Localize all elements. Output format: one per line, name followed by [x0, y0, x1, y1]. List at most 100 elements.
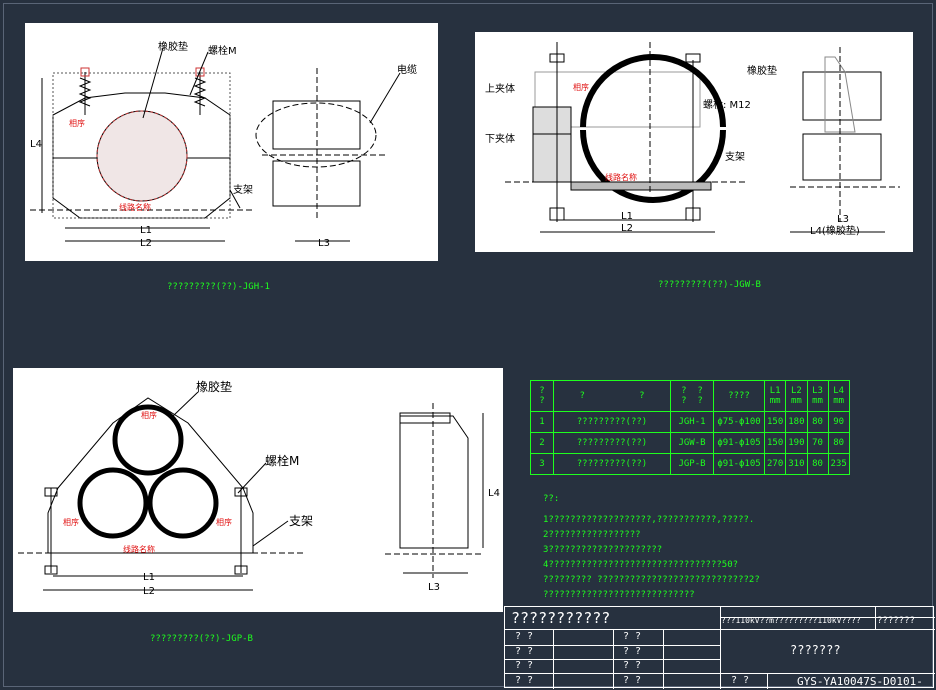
table-cell: 70 [806, 432, 829, 454]
tb-left-cell: ? ? [515, 646, 534, 657]
caption-jgh-1: ?????????(??)-JGH-1 [167, 282, 270, 292]
note-line: 4????????????????????????????????50? [543, 560, 739, 570]
jgp-rubber-label: 橡胶垫 [196, 379, 232, 394]
caption-jgp-b: ?????????(??)-JGP-B [150, 634, 253, 644]
tb-left-cell: ? ? [515, 631, 534, 642]
title-block: ??????????? ???110kV??m?????????110kV???… [504, 606, 935, 689]
tb-drawing-name: ??????? [790, 643, 841, 657]
jgp-l3: L3 [428, 582, 440, 593]
header-cell: ? ? [553, 380, 671, 412]
jgw-rubber-label: 橡胶垫 [747, 64, 777, 77]
header-cell: L2 mm [785, 380, 808, 412]
table-cell: 80 [806, 411, 829, 433]
table-cell: ϕ91-ϕ105 [713, 432, 765, 454]
table-cell: 190 [785, 432, 808, 454]
table-cell: 150 [763, 411, 787, 433]
jgh-l4: L4 [30, 139, 42, 150]
jgp-b-svg: 橡胶垫 螺栓M 支架 相序 相序 相序 线路名称 L1 L2 L3 L4 [18, 379, 500, 597]
jgp-phase-left: 相序 [63, 517, 79, 527]
header-cell: ? ? [530, 380, 554, 412]
table-cell: 235 [827, 453, 850, 475]
jgh-rubber-label: 橡胶垫 [158, 40, 188, 53]
jgw-l1: L1 [621, 211, 633, 222]
jgp-bolt-label: 螺栓M [265, 453, 299, 468]
jgp-line-label: 线路名称 [123, 544, 155, 554]
caption-jgw-b: ?????????(??)-JGW-B [658, 280, 761, 290]
jgh-l1: L1 [140, 225, 152, 236]
table-cell: 3 [530, 453, 554, 475]
jgw-bracket-label: 支架 [725, 151, 745, 163]
table-cell: 1 [530, 411, 554, 433]
jgp-bracket-label: 支架 [289, 514, 313, 528]
jgh-1-svg: 橡胶垫 螺栓M 电缆 支架 相序 线路名称 L1 L2 L3 L4 [30, 40, 417, 249]
header-cell: ? ? ? ? [670, 380, 714, 412]
jgw-lower-label: 下夹体 [485, 132, 515, 145]
table-cell: 150 [763, 432, 787, 454]
table-cell: ?????????(??) [553, 411, 671, 433]
tb-project: ???110kV??m?????????110kV???? [721, 616, 861, 625]
table-cell: ?????????(??) [553, 453, 671, 475]
table-row: 3 ?????????(??) JGP-B ϕ91-ϕ105 270 310 8… [530, 453, 850, 475]
tb-sheet-label: ? ? [731, 675, 750, 686]
spec-table: ? ? ? ? ? ? ? ? ???? L1 mm L2 mm L3 mm L… [530, 380, 850, 475]
jgp-phase-top: 相序 [141, 410, 157, 420]
tb-mid-cell: ? ? [623, 675, 642, 686]
jgw-l4: L4(橡胶垫) [810, 224, 860, 237]
jgh-l3: L3 [318, 238, 330, 249]
jgp-phase-right: 相序 [216, 517, 232, 527]
spec-table-header: ? ? ? ? ? ? ? ? ???? L1 mm L2 mm L3 mm L… [530, 380, 850, 412]
tb-company: ??????????? [511, 609, 611, 627]
drawing-jgw-b: 上夹体 下夹体 螺栓: M12 橡胶垫 支架 相序 线路名称 L1 L2 L3 … [475, 32, 913, 252]
notes-title: ??: [543, 494, 560, 504]
table-cell: 270 [763, 453, 787, 475]
jgw-upper-label: 上夹体 [485, 82, 515, 95]
drawing-jgp-b: 橡胶垫 螺栓M 支架 相序 相序 相序 线路名称 L1 L2 L3 L4 [13, 368, 503, 612]
jgh-bracket-label: 支架 [233, 184, 253, 196]
tb-drawing-no: GYS-YA10047S-D0101- [797, 675, 923, 688]
table-cell: JGW-B [670, 432, 714, 454]
drawing-frame [3, 3, 933, 687]
header-cell: ???? [713, 380, 765, 412]
note-line: 1???????????????????,???????????,?????. [543, 515, 755, 525]
tb-mid-cell: ? ? [623, 631, 642, 642]
table-cell: 80 [806, 453, 829, 475]
jgw-bolt-label: 螺栓: M12 [703, 98, 751, 111]
header-cell: L3 mm [806, 380, 829, 412]
table-cell: 2 [530, 432, 554, 454]
jgh-bolt-label: 螺栓M [208, 44, 237, 57]
tb-left-cell: ? ? [515, 675, 534, 686]
tb-mid-cell: ? ? [623, 646, 642, 657]
drawing-jgh-1: 橡胶垫 螺栓M 电缆 支架 相序 线路名称 L1 L2 L3 L4 [25, 23, 438, 261]
jgh-cable-label: 电缆 [397, 63, 417, 76]
table-cell: ϕ91-ϕ105 [713, 453, 765, 475]
table-cell: 180 [785, 411, 808, 433]
jgw-b-svg: 上夹体 下夹体 螺栓: M12 橡胶垫 支架 相序 线路名称 L1 L2 L3 … [485, 42, 900, 237]
table-cell: ϕ75-ϕ100 [713, 411, 765, 433]
table-cell: 90 [827, 411, 850, 433]
notes: ??: 1???????????????????,???????????,???… [543, 492, 760, 603]
jgh-phase-label: 相序 [69, 118, 85, 128]
tb-stage: ??????? [877, 616, 915, 626]
jgw-l3: L3 [837, 214, 849, 225]
jgw-l2: L2 [621, 223, 633, 234]
jgp-l2: L2 [143, 586, 155, 597]
jgp-l4: L4 [488, 488, 500, 499]
note-line: 2????????????????? [543, 530, 641, 540]
jgp-l1: L1 [143, 572, 155, 583]
tb-left-cell: ? ? [515, 660, 534, 671]
jgh-line-label: 线路名称 [119, 202, 151, 212]
note-line: ???????????????????????????? [543, 590, 695, 600]
header-cell: L1 mm [763, 380, 787, 412]
tb-mid-cell: ? ? [623, 660, 642, 671]
jgw-phase-label: 相序 [573, 82, 589, 92]
table-cell: JGP-B [670, 453, 714, 475]
table-row: 1 ?????????(??) JGH-1 ϕ75-ϕ100 150 180 8… [530, 411, 850, 433]
note-line: ????????? ????????????????????????????2? [543, 575, 760, 585]
note-line: 3????????????????????? [543, 545, 663, 555]
table-cell: 310 [785, 453, 808, 475]
jgh-l2: L2 [140, 238, 152, 249]
table-row: 2 ?????????(??) JGW-B ϕ91-ϕ105 150 190 7… [530, 432, 850, 454]
jgw-line-label: 线路名称 [605, 172, 637, 182]
header-cell: L4 mm [827, 380, 850, 412]
table-cell: ?????????(??) [553, 432, 671, 454]
